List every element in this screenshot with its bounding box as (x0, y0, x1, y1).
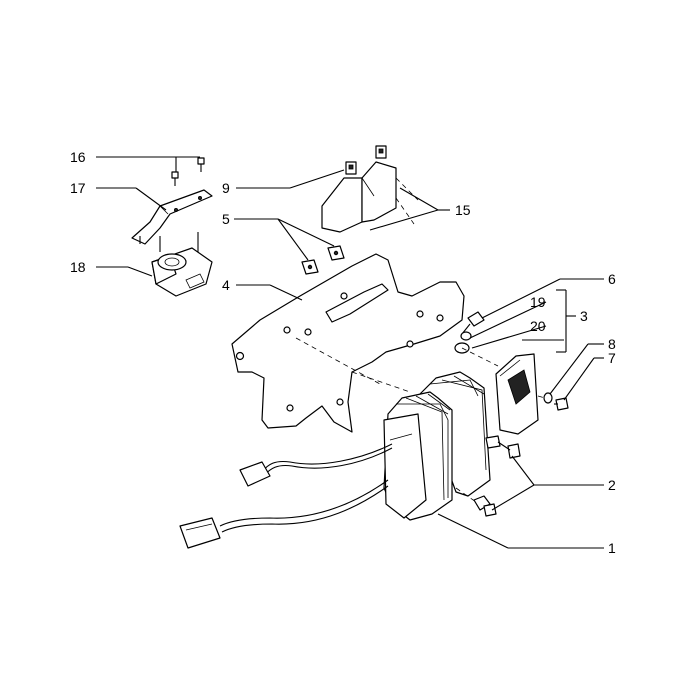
callout-7: 7 (608, 350, 616, 366)
callout-19: 19 (530, 294, 546, 310)
callout-1: 1 (608, 540, 616, 556)
callout-6: 6 (608, 271, 616, 287)
part-8-7-washer-screw (543, 392, 569, 411)
part-5-pads (301, 245, 345, 275)
callout-2: 2 (608, 477, 616, 493)
callout-17: 17 (70, 180, 86, 196)
part-6-19-20-fasteners (454, 311, 499, 367)
callout-9: 9 (222, 180, 230, 196)
part-1-regulator (383, 371, 521, 521)
callout-3: 3 (580, 308, 588, 324)
part-15-relays (321, 145, 419, 233)
callout-8: 8 (608, 336, 616, 352)
part-16-screws (171, 157, 205, 186)
callout-18: 18 (70, 259, 86, 275)
part-4-plate (231, 253, 465, 433)
callout-16: 16 (70, 149, 86, 165)
callout-4: 4 (222, 277, 230, 293)
callout-15: 15 (455, 202, 471, 218)
callout-20: 20 (530, 318, 546, 334)
part-18-switch-block (151, 232, 213, 297)
part-3-connector-housing (495, 353, 553, 435)
callout-5: 5 (222, 211, 230, 227)
wiring-harness (179, 443, 393, 549)
leader-lines (96, 156, 604, 549)
part-17-bracket (131, 189, 213, 245)
